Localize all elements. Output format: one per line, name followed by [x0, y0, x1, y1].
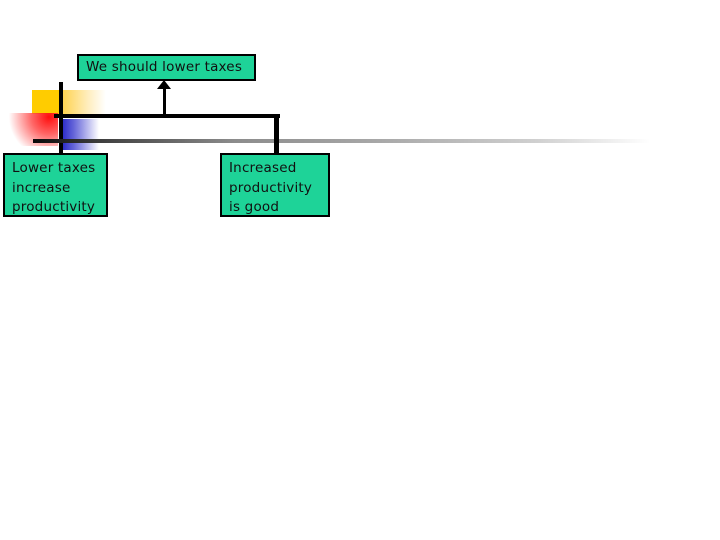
decor-blue-gradient-square [62, 119, 104, 150]
support-arrow-stem [163, 88, 166, 116]
premise-line: is good [229, 199, 280, 215]
premise-box-lower-taxes[interactable]: Lower taxes increase productivity [3, 153, 108, 217]
conclusion-box[interactable]: We should lower taxes [77, 54, 256, 81]
conclusion-label: We should lower taxes [86, 58, 243, 75]
premise-line: Increased [229, 160, 297, 176]
decor-yellow-fade-square [62, 90, 108, 114]
bracket-right-leg [274, 114, 279, 153]
premise-box-productivity-good[interactable]: Increased productivity is good [220, 153, 330, 217]
decor-yellow-square [32, 90, 62, 114]
premise-line: Lower taxes [12, 160, 96, 176]
support-arrow-head-icon [157, 80, 171, 89]
premise-line: productivity [229, 179, 313, 196]
premise-line: increase [12, 179, 71, 196]
premise-bracket-line [54, 114, 280, 118]
premise-line: productivity [12, 199, 96, 215]
gradient-rule-line [33, 139, 663, 143]
